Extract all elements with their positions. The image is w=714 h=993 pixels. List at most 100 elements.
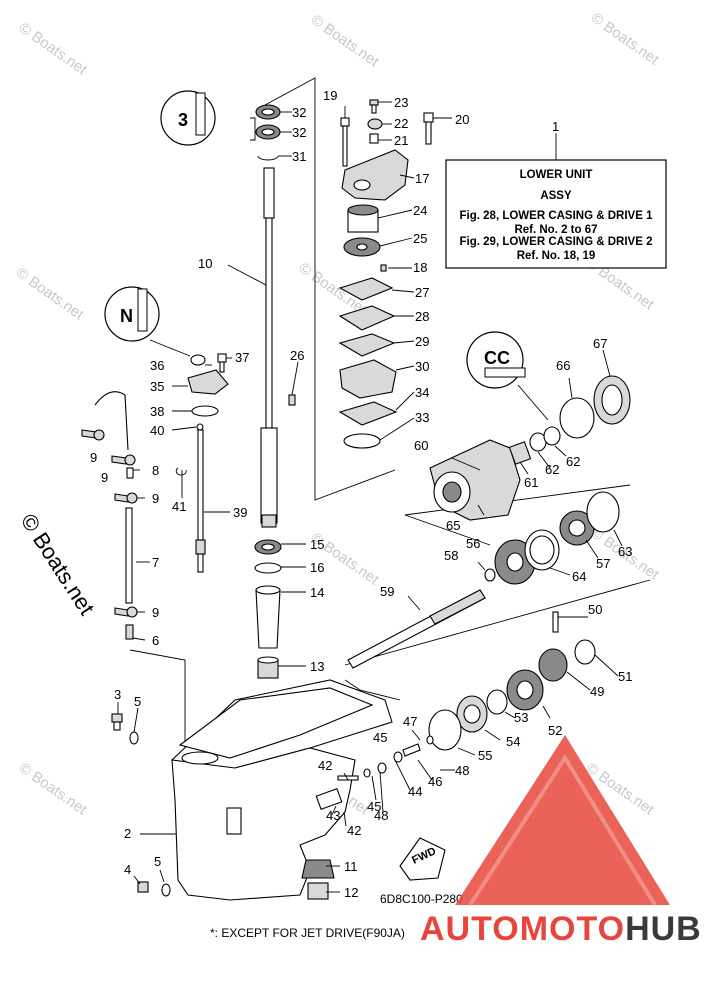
callout-43: 43 (326, 808, 340, 823)
shift-rod-assembly (81, 353, 229, 640)
callout-45b: 45 (367, 799, 381, 814)
callout-25: 25 (413, 231, 427, 246)
callout-62a: 62 (545, 462, 559, 477)
callout-46: 46 (428, 774, 442, 789)
callout-42b: 42 (347, 823, 361, 838)
callout-66: 66 (556, 358, 570, 373)
callout-63: 63 (618, 544, 632, 559)
info-box-title: LOWER UNIT (520, 169, 593, 181)
brand-name-part2: HUB (625, 910, 702, 948)
callout-15: 15 (310, 537, 324, 552)
callout-32b: 32 (292, 125, 306, 140)
callout-9d: 9 (152, 605, 159, 620)
callout-34: 34 (415, 385, 429, 400)
drawing-code: 6D8C100-P280 (380, 892, 463, 906)
callout-14: 14 (310, 585, 324, 600)
callout-53: 53 (514, 710, 528, 725)
callout-49: 49 (590, 684, 604, 699)
drive-shaft-assembly (254, 104, 296, 679)
callout-10: 10 (198, 256, 212, 271)
detail-insets: 3 N CC (104, 90, 549, 421)
callout-54: 54 (506, 734, 520, 749)
info-box-subtitle: ASSY (540, 190, 572, 202)
callout-50: 50 (588, 602, 602, 617)
lower-casing (111, 679, 393, 901)
callout-8: 8 (152, 463, 159, 478)
callout-5b: 5 (154, 854, 161, 869)
callout-35: 35 (150, 379, 164, 394)
info-box-fig28: Fig. 28, LOWER CASING & DRIVE 1 (460, 210, 654, 222)
watermark: © Boats.net (13, 264, 88, 323)
callout-20: 20 (455, 112, 469, 127)
callout-33: 33 (415, 410, 429, 425)
callout-4: 4 (124, 862, 131, 877)
callout-31: 31 (292, 149, 306, 164)
callout-26: 26 (290, 348, 304, 363)
callout-24: 24 (413, 203, 427, 218)
info-box-fig28-ref: Ref. No. 2 to 67 (514, 224, 597, 236)
watermark: © Boats.net (588, 9, 663, 68)
info-box-fig29-ref: Ref. No. 18, 19 (517, 250, 596, 262)
watermark: © Boats.net (16, 19, 91, 78)
callout-39: 39 (233, 505, 247, 520)
callout-6: 6 (152, 633, 159, 648)
info-box-fig29: Fig. 29, LOWER CASING & DRIVE 2 (460, 236, 653, 248)
callout-18: 18 (413, 260, 427, 275)
callout-9b: 9 (101, 470, 108, 485)
callout-30: 30 (415, 359, 429, 374)
callout-9a: 9 (90, 450, 97, 465)
propeller-shaft-assembly (337, 375, 631, 881)
callout-48a: 48 (455, 763, 469, 778)
callout-51: 51 (618, 669, 632, 684)
water-pump-assembly (338, 99, 434, 449)
callout-27: 27 (415, 285, 429, 300)
svg-text:3: 3 (178, 110, 188, 130)
callout-9c: 9 (152, 491, 159, 506)
brand-name-part1: AUTOMOTO (420, 910, 625, 948)
callout-21: 21 (394, 133, 408, 148)
callout-36: 36 (150, 358, 164, 373)
callout-42a: 42 (318, 758, 332, 773)
callout-28: 28 (415, 309, 429, 324)
callout-48b: 48 (374, 808, 388, 823)
callout-7: 7 (152, 555, 159, 570)
callout-67: 67 (593, 336, 607, 351)
callout-40: 40 (150, 423, 164, 438)
callout-65: 65 (446, 518, 460, 533)
callout-52: 52 (548, 723, 562, 738)
guide-lines (129, 77, 651, 780)
callout-62b: 62 (566, 454, 580, 469)
callout-1: 1 (552, 119, 559, 134)
callout-60: 60 (414, 438, 428, 453)
callout-22: 22 (394, 116, 408, 131)
callout-13: 13 (310, 659, 324, 674)
callout-19: 19 (323, 88, 337, 103)
callout-12: 12 (344, 885, 358, 900)
callout-3: 3 (114, 687, 121, 702)
brand-name: AUTOMOTOHUB (420, 910, 702, 948)
callout-59: 59 (380, 584, 394, 599)
callout-16: 16 (310, 560, 324, 575)
watermark: © Boats.net (308, 11, 383, 70)
callout-44: 44 (408, 784, 422, 799)
callout-47: 47 (403, 714, 417, 729)
callout-5a: 5 (134, 694, 141, 709)
callout-numbers: 32 32 31 19 23 22 21 20 17 24 25 18 27 2… (90, 88, 632, 900)
callout-64: 64 (572, 569, 586, 584)
callout-23: 23 (394, 95, 408, 110)
callout-41: 41 (172, 499, 186, 514)
callout-58: 58 (444, 548, 458, 563)
callout-11: 11 (344, 859, 358, 874)
watermark-large: © Boats.net (16, 509, 100, 619)
callout-56: 56 (466, 536, 480, 551)
footnote: *: EXCEPT FOR JET DRIVE(F90JA) (210, 926, 405, 940)
callout-29: 29 (415, 334, 429, 349)
svg-text:N: N (120, 306, 133, 326)
watermark: © Boats.net (16, 759, 91, 818)
callout-leaders (117, 101, 623, 893)
callout-55: 55 (478, 748, 492, 763)
callout-37: 37 (235, 350, 249, 365)
callout-57: 57 (596, 556, 610, 571)
callout-2: 2 (124, 826, 131, 841)
